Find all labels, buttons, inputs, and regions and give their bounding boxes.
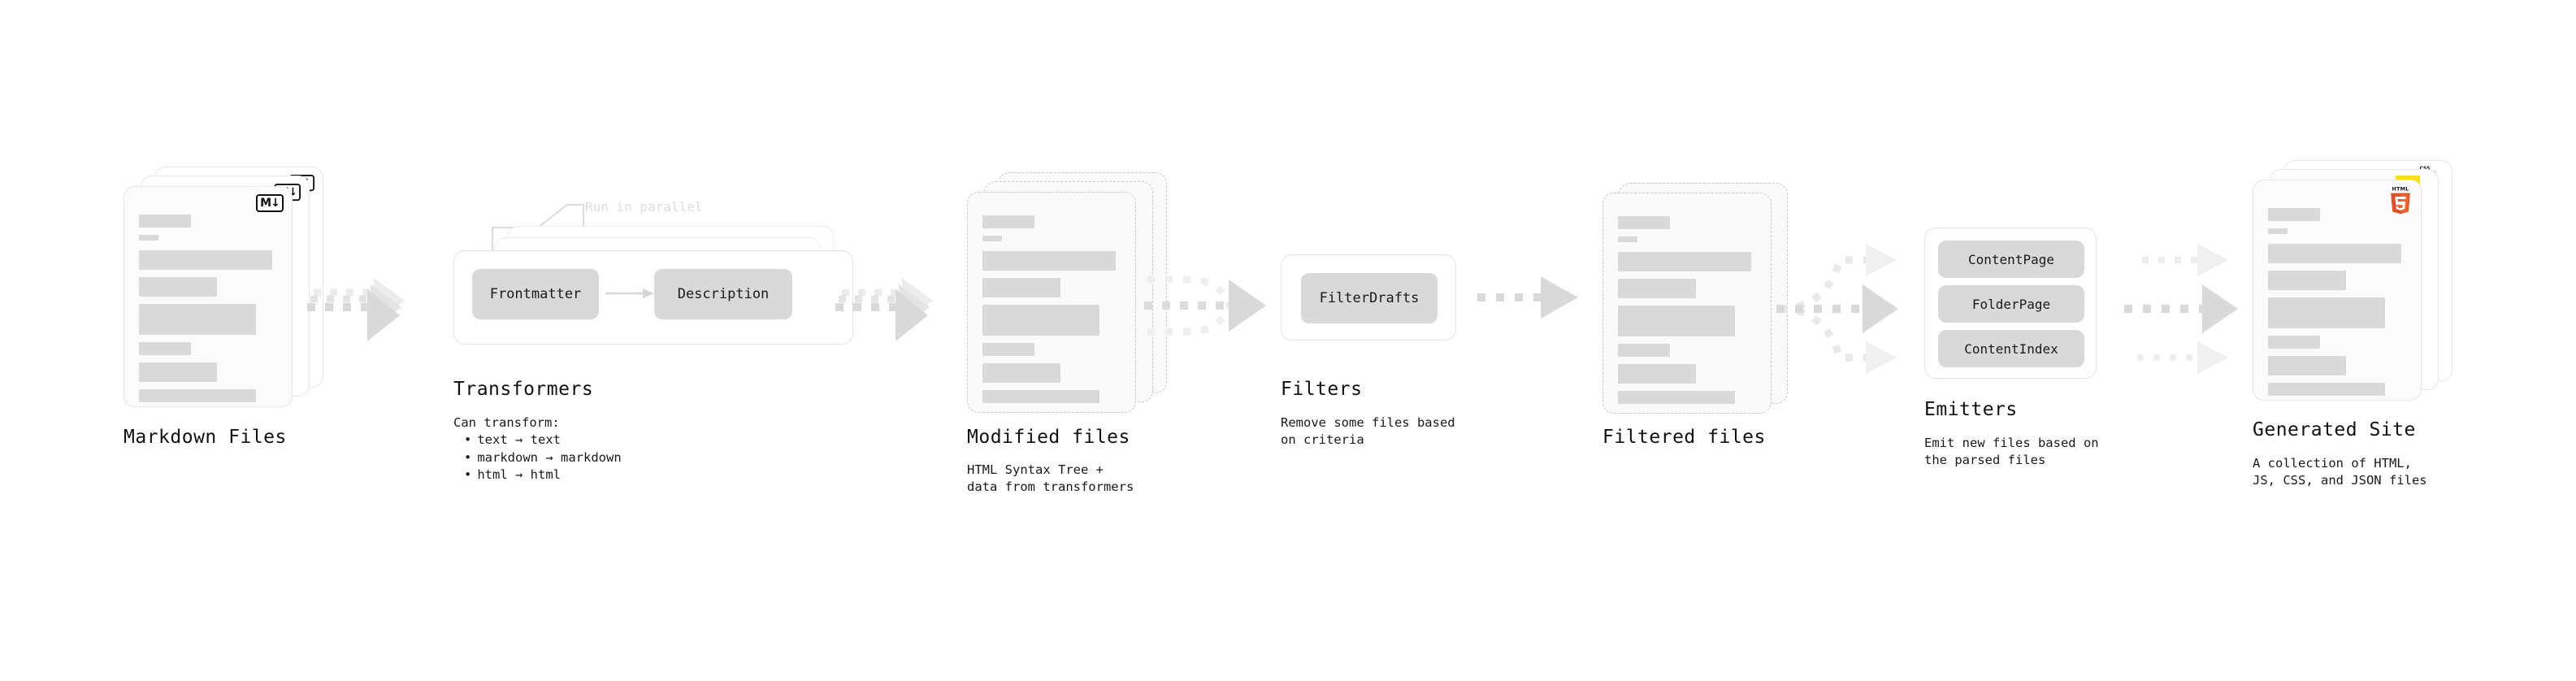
site-card-front: HTML [2253, 180, 2422, 401]
generated-site-label: Generated Site [2253, 419, 2416, 440]
html5-badge: HTML [2391, 187, 2410, 215]
card-content-lines [139, 215, 279, 410]
transformer-inner-arrow [605, 288, 654, 298]
run-in-parallel-bracket [492, 204, 584, 255]
arrow-emitters-to-site [2124, 244, 2238, 374]
emitters-description: Emit new files based on the parsed files [1924, 436, 2099, 468]
filtered-files-label: Filtered files [1602, 427, 1766, 448]
transformers-label: Transformers [453, 379, 594, 400]
transformers-bullet: html → html [464, 466, 622, 484]
transformer-step-description[interactable]: Description [654, 269, 792, 319]
emitters-label: Emitters [1924, 399, 2018, 420]
transformers-bullet: markdown → markdown [464, 449, 621, 466]
filters-box: FilterDrafts [1281, 254, 1456, 340]
modified-card-front [967, 192, 1136, 413]
run-in-parallel-label: Run in parallel [585, 199, 703, 215]
emitters-box: ContentPage FolderPage ContentIndex [1924, 228, 2097, 379]
filters-label: Filters [1281, 379, 1363, 400]
emitter-item-folderpage[interactable]: FolderPage [1938, 285, 2084, 323]
transformers-box-front: Frontmatter Description [453, 250, 853, 345]
arrow-modified-to-filters [1144, 275, 1266, 336]
modified-files-description: HTML Syntax Tree + data from transformer… [967, 462, 1134, 495]
markdown-icon: M↓ [256, 194, 284, 212]
generated-site-description: A collection of HTML, JS, CSS, and JSON … [2253, 456, 2427, 488]
markdown-card-front: M↓ [124, 186, 293, 407]
transformers-desc-header: Can transform: [453, 415, 560, 430]
arrow-markdown-to-transformers [307, 278, 405, 341]
arrow-filtered-to-emitters [1776, 244, 1898, 374]
emitter-item-contentpage[interactable]: ContentPage [1938, 241, 2084, 278]
filters-description: Remove some files based on criteria [1281, 415, 1455, 448]
filter-item-filterdrafts[interactable]: FilterDrafts [1301, 273, 1438, 323]
arrow-transformers-to-modified [835, 278, 933, 341]
transformers-bullet: text → text [464, 432, 622, 449]
transformer-step-frontmatter[interactable]: Frontmatter [472, 269, 599, 319]
transformers-bullet-list: text → text markdown → markdown html → h… [453, 432, 622, 484]
emitter-item-contentindex[interactable]: ContentIndex [1938, 330, 2084, 367]
markdown-files-label: Markdown Files [124, 427, 287, 448]
card-content-lines [1618, 216, 1758, 411]
modified-files-label: Modified files [967, 427, 1130, 448]
card-content-lines [982, 215, 1122, 410]
svg-text:HTML: HTML [2392, 187, 2409, 193]
transformers-description: Can transform: text → text markdown → ma… [453, 414, 622, 484]
card-content-lines [2268, 208, 2408, 403]
arrow-filters-to-filtered [1477, 276, 1578, 319]
filtered-card-front [1602, 193, 1772, 414]
